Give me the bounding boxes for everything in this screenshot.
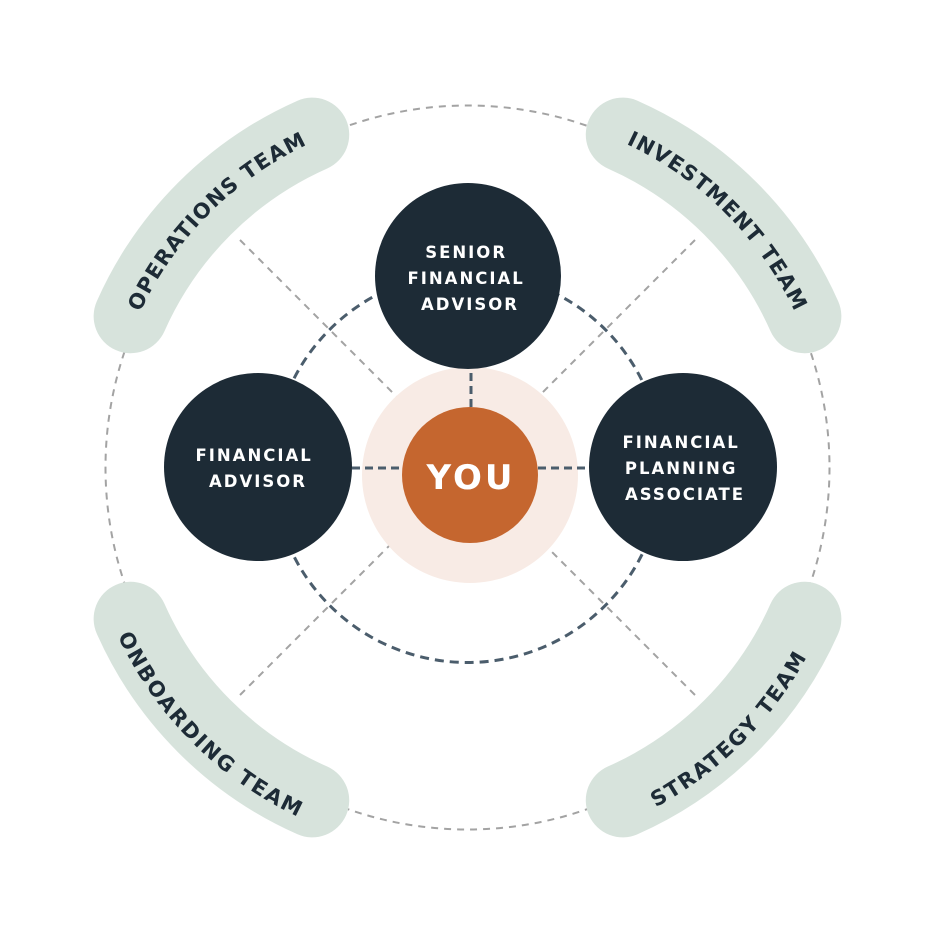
strategy-team-band — [585, 581, 842, 838]
svg-text:FINANCIAL ADVISOR: FINANCIAL ADVISOR — [195, 446, 320, 491]
connector-operations — [239, 239, 469, 469]
connector-onboarding — [239, 466, 469, 696]
svg-text:FINANCIAL PLANNING: FINANCIAL PLANNING ASSOCIATE — [622, 433, 747, 504]
svg-text:SENIOR FINANCIAL A: SENIOR FINANCIAL ADVISOR — [407, 243, 532, 314]
outer-ring — [104, 104, 831, 831]
onboarding-team-band — [93, 581, 350, 838]
financial-advisor-line-1: FINANCIAL — [195, 446, 312, 465]
planning-associate-line-3: ASSOCIATE — [625, 485, 745, 504]
senior-advisor-line-3: ADVISOR — [421, 295, 519, 314]
investment-team-band — [585, 97, 842, 354]
you-label: YOU — [426, 458, 516, 498]
operations-team-band — [93, 97, 350, 354]
planning-associate-line-2: PLANNING — [625, 459, 738, 478]
senior-advisor-line-1: SENIOR — [425, 243, 507, 262]
connector-strategy — [466, 466, 696, 696]
you-node: YOU — [402, 407, 538, 543]
senior-advisor-line-2: FINANCIAL — [407, 269, 524, 288]
planning-associate-line-1: FINANCIAL — [622, 433, 739, 452]
senior-financial-advisor-node: SENIOR FINANCIAL ADVISOR — [375, 183, 561, 369]
financial-planning-associate-node: FINANCIAL PLANNING ASSOCIATE — [589, 373, 777, 561]
financial-advisor-line-2: ADVISOR — [209, 472, 307, 491]
connector-investment — [466, 239, 696, 469]
financial-advisor-node: FINANCIAL ADVISOR — [164, 373, 352, 561]
